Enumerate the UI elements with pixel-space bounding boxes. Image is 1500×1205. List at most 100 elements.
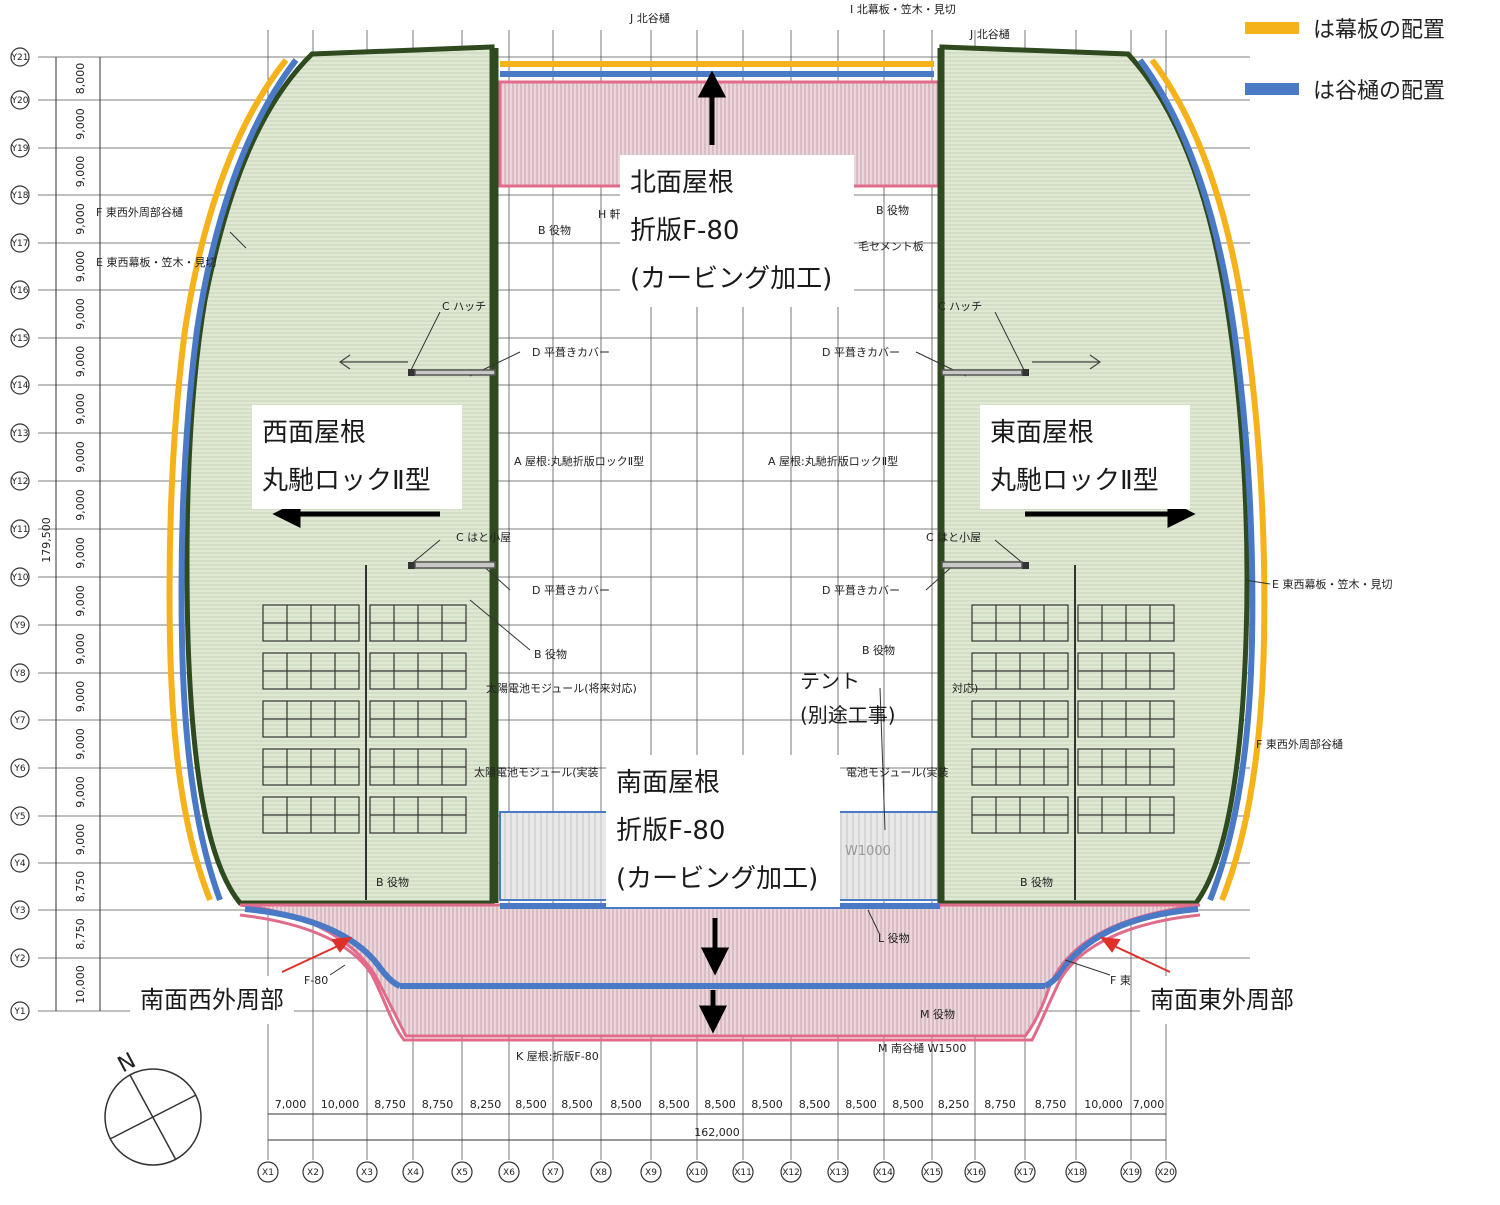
solar-w1: 太陽電池モジュール(将来対応) <box>486 681 637 695</box>
col-label: X2 <box>307 1168 319 1178</box>
row-label: Y13 <box>11 429 29 439</box>
row-dimension: 9,000 <box>74 298 87 330</box>
j-north-gutter-right: J 北谷樋 <box>969 27 1010 41</box>
row-dimension: 9,000 <box>74 156 87 188</box>
row-label: Y1 <box>13 1007 25 1017</box>
north-roof-material: 折版F-80 <box>630 216 740 246</box>
b-accessory-ne: B 役物 <box>876 203 909 217</box>
east-roof-material: 丸馳ロックⅡ型 <box>990 466 1159 496</box>
row-marker <box>10 47 30 67</box>
col-label: X16 <box>966 1168 984 1178</box>
col-marker <box>780 1161 802 1183</box>
legend-fascia-swatch <box>1245 22 1299 34</box>
col-label: X8 <box>595 1168 607 1178</box>
row-dimension: 8,750 <box>74 871 87 903</box>
row-dimension: 9,000 <box>74 489 87 521</box>
tent-title: テント <box>800 669 860 693</box>
row-marker <box>10 375 30 395</box>
row-dimension: 8,000 <box>74 63 87 95</box>
row-label: Y11 <box>11 525 29 535</box>
col-marker <box>1014 1161 1036 1183</box>
row-label: Y2 <box>13 954 25 964</box>
row-marker <box>10 233 30 253</box>
col-label: X3 <box>361 1168 373 1178</box>
row-marker <box>10 567 30 587</box>
south-west-perimeter-label: 南面西外周部 <box>130 976 294 1024</box>
col-marker <box>686 1161 708 1183</box>
l-accessory: L 役物 <box>878 931 910 945</box>
row-dimension: 9,000 <box>74 776 87 808</box>
col-dimension: 8,250 <box>470 1098 502 1111</box>
row-dimension: 9,000 <box>74 203 87 235</box>
row-marker <box>10 90 30 110</box>
b-accessory-e2: B 役物 <box>862 643 895 657</box>
col-dimension: 8,500 <box>515 1098 547 1111</box>
north-label: N <box>114 1048 140 1078</box>
col-marker <box>921 1161 943 1183</box>
col-dimension: 7,000 <box>275 1098 307 1111</box>
row-label: Y6 <box>13 764 25 774</box>
col-marker <box>1065 1161 1087 1183</box>
col-label: X13 <box>829 1168 847 1178</box>
south-roof-material: 折版F-80 <box>616 816 726 846</box>
legend-gutter: は谷樋の配置 <box>1245 73 1445 105</box>
col-label: X4 <box>407 1168 419 1178</box>
col-dimension: 8,750 <box>374 1098 406 1111</box>
legend-gutter-text: は谷樋の配置 <box>1313 79 1446 104</box>
f-ew-outer-gutter-w: F 東西外周部谷樋 <box>96 205 183 219</box>
row-dimension: 8,750 <box>74 918 87 950</box>
row-marker <box>10 519 30 539</box>
col-dimension: 8,500 <box>892 1098 924 1111</box>
row-marker <box>10 615 30 635</box>
cement-board: 毛セメント板 <box>858 239 924 253</box>
col-label: X11 <box>734 1168 752 1178</box>
col-dimension: 8,500 <box>845 1098 877 1111</box>
row-label: Y5 <box>13 812 25 822</box>
col-dimension: 8,500 <box>610 1098 642 1111</box>
row-dimension: 9,000 <box>74 681 87 713</box>
legend-gutter-swatch <box>1245 83 1299 95</box>
red-arrows <box>281 936 1171 973</box>
b-accessory-nw: B 役物 <box>538 223 571 237</box>
col-dimension: 7,000 <box>1133 1098 1165 1111</box>
col-label: X5 <box>456 1168 468 1178</box>
c-hut-w: C はと小屋 <box>456 531 511 544</box>
c-hut-e: C はと小屋 <box>926 531 981 544</box>
row-dimension: 9,000 <box>74 393 87 425</box>
row-marker <box>10 806 30 826</box>
col-marker <box>1120 1161 1142 1183</box>
east-roof-title: 東面屋根 <box>990 418 1095 448</box>
total-height: 179,500 <box>40 517 53 563</box>
col-marker <box>402 1161 424 1183</box>
west-roof-label: 西面屋根 丸馳ロックⅡ型 <box>252 405 462 509</box>
flow-arrows <box>272 70 1196 1034</box>
row-marker <box>10 328 30 348</box>
j-north-gutter-left: J 北谷樋 <box>629 11 670 25</box>
solar-e1: 対応) <box>952 681 978 695</box>
row-label: Y10 <box>11 573 29 583</box>
i-north-fascia: I 北幕板・笠木・見切 <box>850 2 956 16</box>
a-roof-e: A 屋根:丸馳折版ロックⅡ型 <box>768 454 898 468</box>
f-ew-outer-gutter-e: F 東西外周部谷樋 <box>1256 737 1343 751</box>
e-ew-fascia-w: E 東西幕板・笠木・見切 <box>96 255 216 269</box>
f80: F-80 <box>304 974 328 987</box>
d-cover-e1: D 平葺きカバー <box>822 346 900 359</box>
col-dimension: 8,500 <box>658 1098 690 1111</box>
tent-note: (別途工事) <box>800 703 896 727</box>
f-east: F 東 <box>1110 974 1131 987</box>
legend-fascia-text: は幕板の配置 <box>1313 18 1446 43</box>
row-label: Y12 <box>11 477 29 487</box>
row-dimension: 9,000 <box>74 824 87 856</box>
row-marker <box>10 1001 30 1021</box>
col-dimension: 8,750 <box>1035 1098 1067 1111</box>
solar-panels <box>262 565 1175 900</box>
row-label: Y18 <box>11 191 29 201</box>
solar-e2: 電池モジュール(実装 <box>846 765 949 779</box>
col-marker <box>964 1161 986 1183</box>
row-marker <box>10 758 30 778</box>
south-roof-label: 南面屋根 折版F-80 (カービング加工) <box>606 755 840 907</box>
col-label: X17 <box>1016 1168 1034 1178</box>
d-cover-e2: D 平葺きカバー <box>822 584 900 597</box>
k-roof: K 屋根:折版F-80 <box>516 1049 599 1063</box>
row-dimension: 9,000 <box>74 441 87 473</box>
